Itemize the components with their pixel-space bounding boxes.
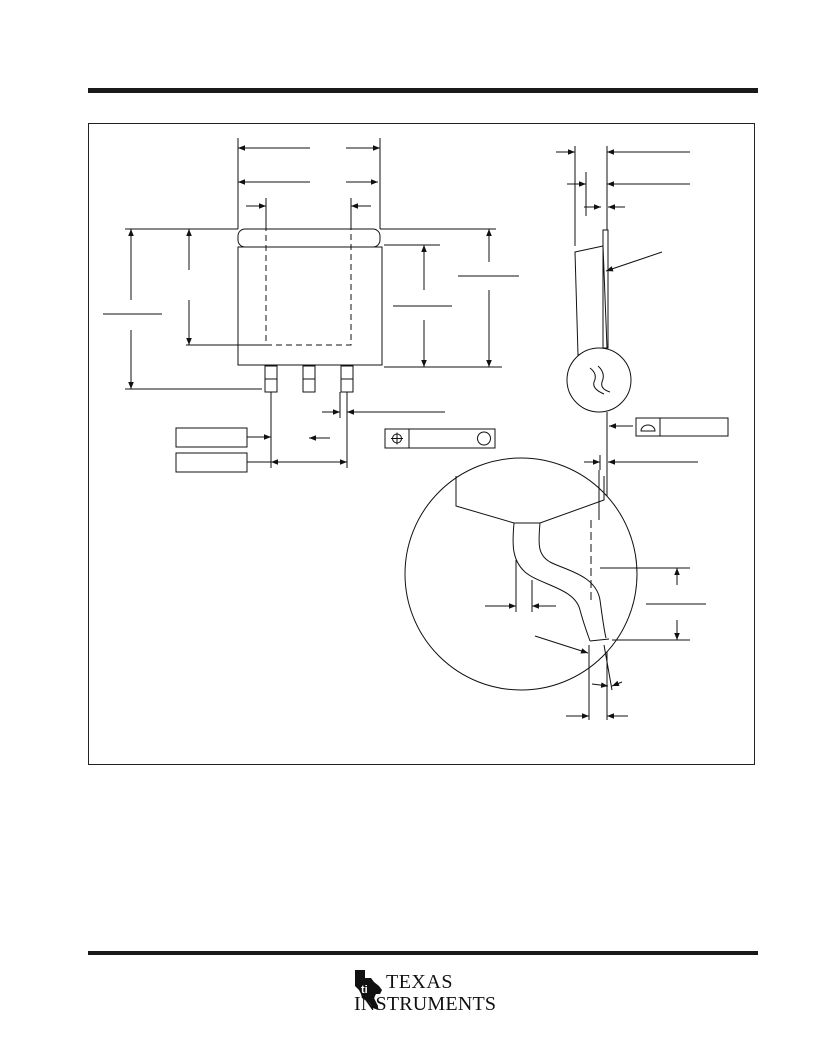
svg-text:ti: ti: [361, 984, 368, 996]
right-height-dimensions: [380, 228, 519, 368]
side-thickness-dimensions: [556, 146, 690, 246]
brand-line1: TEXAS: [386, 971, 453, 993]
brand-line2: INSTRUMENTS: [354, 993, 497, 1015]
package-side-view: [566, 229, 663, 413]
footer-rule: [88, 951, 758, 955]
texas-state-ti-logo-icon: ti: [355, 970, 382, 1010]
lead-detail-view: [404, 457, 706, 720]
header-rule: [88, 88, 758, 93]
left-height-dimensions: [103, 228, 266, 390]
top-width-dimensions: [237, 138, 381, 229]
drawing-frame: [88, 123, 755, 765]
position-tolerance-frame: [384, 428, 496, 449]
lead-dimensions: [175, 392, 445, 473]
brand-wordmark: TEXAS INSTRUMENTS: [354, 971, 496, 1014]
package-top-view: [237, 228, 383, 393]
